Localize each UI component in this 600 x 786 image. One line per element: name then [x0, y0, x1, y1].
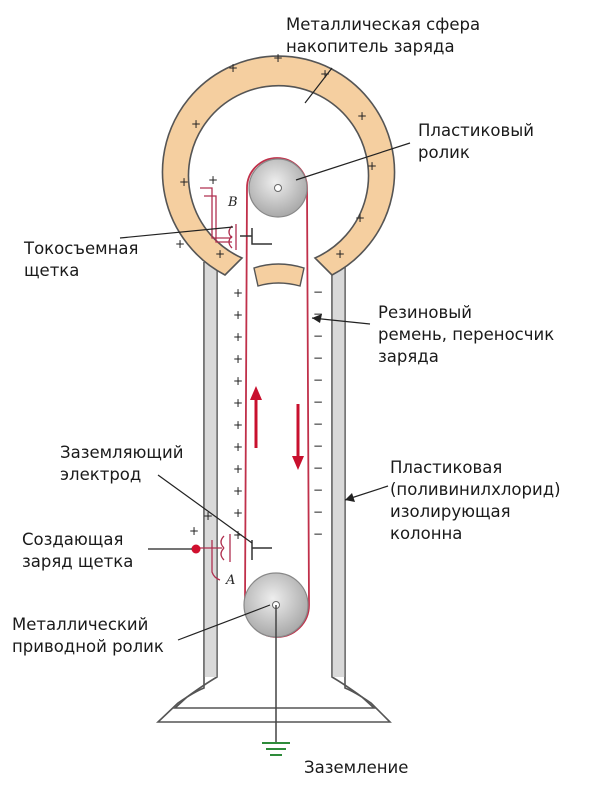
pointer-top-roller: [295, 142, 411, 181]
sphere-plus-charges: + + + + + + + + + + +: [175, 51, 377, 261]
belt-plus-sign: +: [233, 528, 243, 542]
belt-minus-sign: −: [313, 285, 323, 299]
column-wall-left: [204, 262, 217, 677]
insulating-column-inner: [172, 268, 377, 709]
belt-plus-sign: +: [233, 286, 243, 300]
letter-b: B: [227, 195, 238, 210]
pointer-sphere: [304, 67, 333, 104]
belt-minus-sign: −: [313, 395, 323, 409]
pointer-drive-roller: [177, 604, 271, 641]
insulating-column: [155, 262, 392, 723]
sphere-plus-sign: +: [228, 61, 238, 75]
sphere-plus-sign: +: [335, 247, 345, 261]
sphere-inner-segment: [253, 263, 305, 287]
letter-a: A: [225, 573, 235, 588]
column-wall-right: [332, 262, 345, 677]
belt-plus-sign: +: [233, 308, 243, 322]
belt-minus-sign: −: [313, 329, 323, 343]
sphere-plus-sign: +: [320, 67, 330, 81]
label-top-roller: Пластиковый ролик: [418, 121, 539, 162]
belt-minus-sign: −: [313, 527, 323, 541]
ground-electrode: [251, 540, 272, 560]
label-drive-roller: Металлический приводной ролик: [12, 615, 164, 656]
collector-electrode: [240, 228, 272, 245]
belt-plus-sign: +: [233, 418, 243, 432]
sphere-plus-sign: +: [191, 117, 201, 131]
label-charging-brush: Создающая заряд щетка: [22, 530, 133, 571]
belt-plus-sign: +: [233, 352, 243, 366]
belt-plus-sign: +: [233, 440, 243, 454]
belt-minus-sign: −: [313, 461, 323, 475]
pointer-lines: [119, 67, 411, 641]
belt-minus-charges: − − − − − − − − − − − −: [313, 285, 323, 541]
belt-plus-sign: +: [233, 396, 243, 410]
sphere-plus-sign: +: [179, 175, 189, 189]
sphere-plus-sign: +: [355, 211, 365, 225]
pointer-belt: [311, 317, 371, 325]
belt-minus-sign: −: [313, 417, 323, 431]
belt-down-arrow: [292, 404, 304, 470]
belt-plus-sign: +: [233, 462, 243, 476]
sphere-plus-sign: +: [367, 159, 377, 173]
belt-minus-sign: −: [313, 307, 323, 321]
collector-brush: [200, 187, 237, 250]
belt-plus-sign: +: [233, 484, 243, 498]
metal-sphere: [161, 55, 396, 276]
column-arrowhead: [345, 493, 355, 502]
belt-minus-sign: −: [313, 439, 323, 453]
belt-minus-sign: −: [313, 483, 323, 497]
sphere-plus-sign: +: [357, 109, 367, 123]
sphere-plus-sign: +: [273, 51, 283, 65]
belt-arrowhead: [312, 314, 322, 323]
belt-minus-sign: −: [313, 505, 323, 519]
sphere-plus-sign: +: [175, 237, 185, 251]
brush-plus-sign: +: [208, 173, 218, 187]
belt-up-arrow: [250, 386, 262, 448]
label-collector-brush: Токосъемная щетка: [23, 239, 144, 280]
charging-brush-terminal: [191, 544, 201, 554]
label-column: Пластиковая (поливинилхлорид) изолирующа…: [390, 458, 566, 543]
brush-plus-sign: +: [203, 509, 213, 523]
sphere-plus-sign: +: [215, 247, 225, 261]
belt-minus-sign: −: [313, 373, 323, 387]
label-sphere: Металлическая сфера накопитель заряда: [286, 15, 485, 56]
belt-plus-sign: +: [233, 374, 243, 388]
label-ground-electrode: Заземляющий электрод: [60, 443, 189, 484]
pointer-ground-electrode: [157, 474, 253, 544]
belt-plus-sign: +: [233, 330, 243, 344]
brush-plus-sign: +: [189, 524, 199, 538]
top-roller-axle: [274, 184, 282, 192]
label-ground: Заземление: [304, 758, 408, 777]
belt-plus-sign: +: [233, 506, 243, 520]
label-belt: Резиновый ремень, переносчик заряда: [378, 303, 559, 366]
brush-plus-charges: + + +: [189, 173, 218, 538]
belt-plus-charges: + + + + + + + + + + + +: [233, 286, 243, 542]
rubber-belt: [244, 187, 310, 606]
pointer-collector-brush: [119, 226, 234, 239]
belt-minus-sign: −: [313, 351, 323, 365]
